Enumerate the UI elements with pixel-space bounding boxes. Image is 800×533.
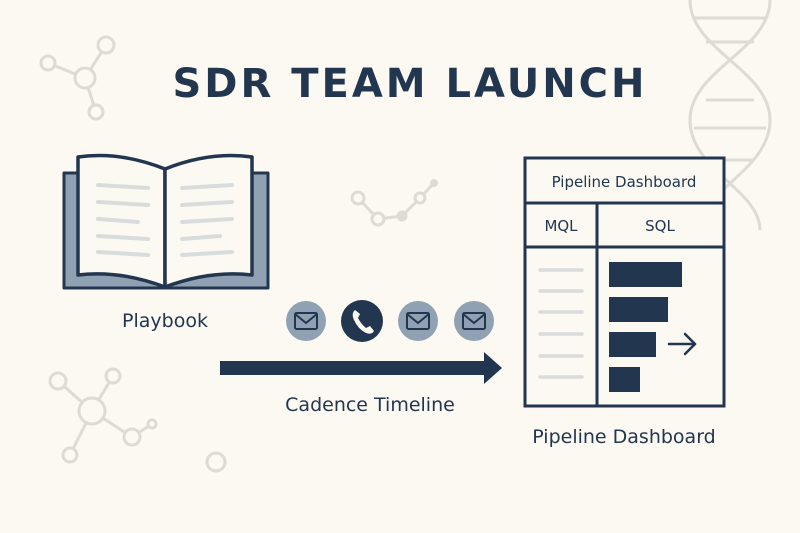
molecule-icon-center	[350, 179, 438, 227]
cadence-touches	[286, 300, 494, 342]
cadence-caption: Cadence Timeline	[285, 394, 455, 416]
molecule-icon-bottom-left	[48, 367, 227, 473]
pipeline-dashboard: Pipeline Dashboard MQL SQL	[523, 156, 726, 408]
book-icon	[62, 153, 270, 290]
playbook-caption: Playbook	[122, 310, 208, 332]
dna-icon	[688, 0, 772, 231]
timeline-arrow	[220, 352, 502, 384]
molecule-icon-top-left	[39, 35, 116, 121]
page-title: SDR TEAM LAUNCH	[172, 61, 647, 107]
sql-bars	[609, 262, 682, 392]
sql-bar	[609, 332, 656, 357]
mail-icon	[398, 301, 438, 341]
sql-bar	[609, 367, 640, 392]
mail-icon	[286, 301, 326, 341]
dashboard-header: Pipeline Dashboard	[552, 173, 697, 191]
dashboard-caption: Pipeline Dashboard	[532, 426, 715, 448]
phone-icon	[341, 300, 383, 342]
sql-bar	[609, 262, 682, 287]
mail-icon	[454, 301, 494, 341]
mql-placeholder-rows	[538, 268, 584, 379]
mql-column-header: MQL	[544, 217, 578, 235]
sql-bar	[609, 297, 668, 322]
sql-column-header: SQL	[645, 217, 675, 235]
background-decor	[39, 0, 772, 473]
arrow-right-icon	[667, 332, 697, 356]
